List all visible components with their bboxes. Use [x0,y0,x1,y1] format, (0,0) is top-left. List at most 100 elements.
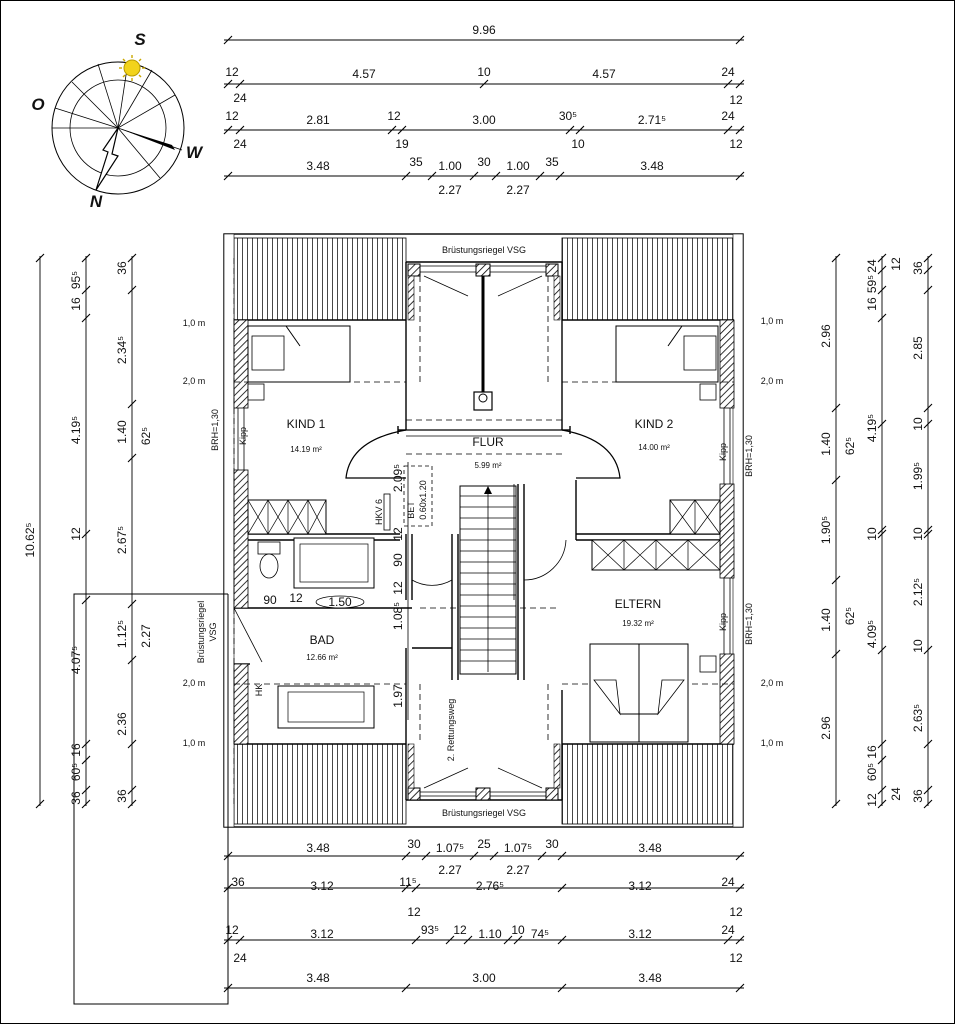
dim-bottom-r1-h: 2.27 [438,863,462,877]
dimension-tick [411,935,421,945]
label-height-left-4: 1,0 m [183,738,206,748]
dim-top-r2-b: 4.57 [352,67,376,81]
dimension-tick [877,253,887,263]
dim-top-r2-e: 24 [721,65,735,79]
dimension-tick [81,739,91,749]
dim-bottom-r4-a: 3.48 [306,971,330,985]
dimension-tick [923,265,933,275]
dimension-tick [831,799,841,809]
dim-left-c2-g: 60⁵ [69,763,83,781]
label-kipp-left: Kipp [238,427,248,445]
dimension-tick [401,851,411,861]
dim-bottom-r3-e: 1.10 [478,927,502,941]
dim-bottom-r3-h: 3.12 [628,927,652,941]
dimension-tick [557,983,567,993]
dimension-tick [81,529,91,539]
dimension-tick [877,285,887,295]
dim-left-c3-a: 36 [115,261,129,275]
dimension-tick [81,285,91,295]
dim-top-r2-a: 12 [225,65,239,79]
double-bed-eltern [589,643,717,743]
dimension-tick [491,171,501,181]
dimension-tick [463,935,473,945]
dim-right-c2-h: 60⁵ [865,763,879,781]
dim-bottom-r4-b: 3.00 [472,971,496,985]
compass-n-label: N [90,192,103,211]
dimension-tick [735,35,745,45]
label-height-left-2: 2,0 m [183,376,206,386]
dim-right-c1-d: 1.40 [819,608,833,632]
dim-left-c2-b: 95⁵ [69,271,83,289]
dimension-tick [831,649,841,659]
dim-bottom-r3-i: 24 [721,923,735,937]
dimension-tick [387,125,397,135]
label-brustung-top: Brüstungsriegel VSG [442,245,526,255]
label-height-left-1: 1,0 m [183,318,206,328]
dim-right-c2-f: 4.09⁵ [865,620,879,648]
label-height-left-3: 2,0 m [183,678,206,688]
label-height-right-2: 2,0 m [761,376,784,386]
dim-right-c2-b: 59⁵ [865,275,879,293]
dim-right-c2-e: 10 [865,527,879,541]
dim-top-r3-d: 3.00 [472,113,496,127]
dim-bottom-r2-f: 24 [721,875,735,889]
dimension-tick [401,171,411,181]
dim-bottom-r4-c: 3.48 [638,971,662,985]
dimension-tick [735,125,745,135]
dim-right-c1b-b: 62⁵ [843,607,857,625]
dim-bottom-r3-c: 93⁵ [421,923,439,937]
dimension-tick [469,171,479,181]
dimension-tick [877,529,887,539]
dim-right-c2-i: 12 [865,793,879,807]
dimension-tick [127,285,137,295]
dim-bottom-r1-d: 25 [477,837,491,851]
dim-inner-12c: 12 [391,581,405,595]
wardrobe-kind2 [669,499,721,535]
dim-left-c2-e: 16 [69,743,83,757]
dimension-tick [923,739,933,749]
dimension-tick [503,935,513,945]
dimension-tick [489,851,499,861]
dimension-tick [877,785,887,795]
dim-bottom-r1-b: 30 [407,837,421,851]
dimension-tick [923,529,933,539]
dim-top-r3-h: 24 [233,137,247,151]
dim-inner-90a: 90 [263,593,277,607]
dimension-tick [877,799,887,809]
dimension-tick [127,739,137,749]
dimension-tick [877,645,887,655]
dimension-tick [877,265,887,275]
dim-top-r4-g: 3.48 [640,159,664,173]
roof-area-bottom-left [233,743,407,825]
dim-top-r3-j: 10 [571,137,585,151]
dim-bottom-r1-a: 3.48 [306,841,330,855]
building-outline [73,233,744,1005]
dim-top-r3-f: 2.71⁵ [638,113,666,127]
dimension-tick [479,79,489,89]
dimension-tick [537,851,547,861]
label-brh-left: BRH=1,30 [210,409,220,451]
room-name-kind2: KIND 2 [635,417,674,431]
dim-right-c2-j: 24 [889,787,903,801]
dimension-tick [127,599,137,609]
room-name-kind1: KIND 1 [287,417,326,431]
room-area-kind1: 14.19 m² [290,445,322,454]
dimension-tick [81,253,91,263]
compass-o-label: O [31,95,44,114]
dimension-tick [469,851,479,861]
dim-right-c3-f: 10 [911,527,925,541]
dimension-tick [923,799,933,809]
dim-bottom-r2-h: 12 [729,905,743,919]
dim-top-r2-c: 10 [477,65,491,79]
dim-top-r4-e: 1.00 [506,159,530,173]
dimension-tick [923,403,933,413]
dim-bottom-r2-a: 36 [231,875,245,889]
roof-area-bottom-right [561,743,735,825]
bathroom-fixtures [257,465,433,729]
dim-left-c3-f: 1.12⁵ [115,620,129,648]
dimension-tick [235,79,245,89]
dimension-tick [421,851,431,861]
dim-top-r3-a: 12 [225,109,239,123]
dimension-tick [877,313,887,323]
dim-inner-12a: 12 [289,591,303,605]
